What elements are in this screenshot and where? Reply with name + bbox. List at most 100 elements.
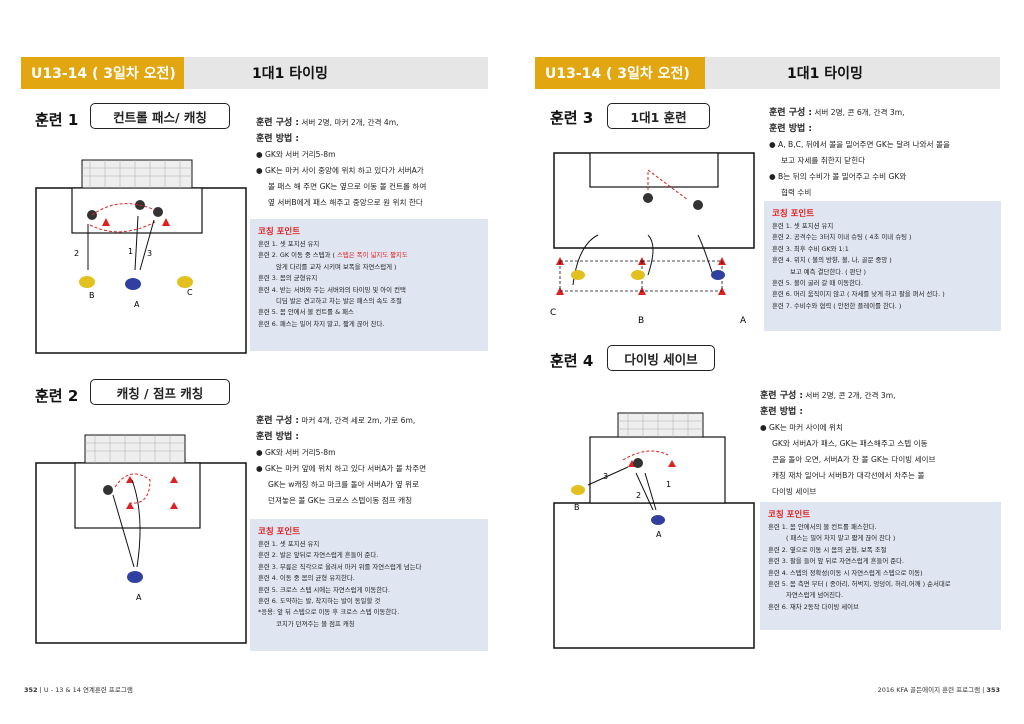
drill4-coaching-box: 코칭 포인트 훈련 1. 몸 안에서의 볼 컨트롤 패스한다. ( 패스는 밀어… <box>760 502 1001 630</box>
drill1-label-b: B <box>89 291 95 300</box>
drill3-coach-2: 훈련 3. 최후 수비 GK와 1:1 <box>772 244 849 253</box>
left-footer-num: 352 <box>24 686 38 694</box>
drill1-method-0: ● GK와 서버 거리5-8m <box>256 150 336 159</box>
drill4-coaching-title: 코칭 포인트 <box>768 510 811 520</box>
drill3-coach-1: 훈련 2. 공격수는 3터치 이내 슈팅 ( 4초 이내 슈팅 ) <box>772 233 912 242</box>
drill1-number: 훈련 1 <box>35 111 79 129</box>
drill4-method-4: 다이빙 세이브 <box>772 487 817 496</box>
drill1-coach-2: 않게 다리를 교차 시키며 보폭을 자연스럽게 ) <box>276 262 397 271</box>
drill1-coaching-box: 코칭 포인트 훈련 1. 셋 포지션 유지 훈련 2. GK 이동 중 스텝과 … <box>250 219 488 351</box>
drill3-composition-label: 훈련 구성 : <box>769 108 812 118</box>
drill3-label-c: C <box>550 308 556 318</box>
drill4-coach-7: 훈련 6. 재차 2동작 다이빙 세이브 <box>768 602 859 611</box>
drill3-gk <box>643 193 653 203</box>
drill2-label-a: A <box>136 593 142 602</box>
drill3-text: 훈련 구성 : 서버 2명, 콘 6개, 간격 3m, 훈련 방법 : ● A,… <box>769 105 950 201</box>
drill4-coach-5: 훈련 5. 몸 측면 부터 ( 종아리, 허벅지, 엉덩이, 허리,어깨 ) 순… <box>768 580 951 589</box>
drill4-composition: 서버 2명, 콘 2개, 간격 3m, <box>805 391 896 400</box>
drill3-method-0: ● A, B,C, 뒤에서 볼을 밀어주면 GK는 달려 나와서 볼을 <box>769 140 950 149</box>
drill3-method-label: 훈련 방법 : <box>769 124 812 134</box>
drill1-method-2: 볼 패스 해 주면 GK는 옆으로 이동 볼 컨트롤 하여 <box>268 182 427 191</box>
left-footer-text: U - 13 & 14 연계훈련 프로그램 <box>43 686 133 694</box>
drill2-coaching-title: 코칭 포인트 <box>258 527 301 537</box>
drill3-composition: 서버 2명, 콘 6개, 간격 3m, <box>814 108 905 117</box>
drill2-method-0: ● GK와 서버 거리5-8m <box>256 448 336 457</box>
right-footer: 2016 KFA 골든에이지 훈련 프로그램 | 353 <box>877 686 1000 694</box>
drill1-text: 훈련 구성 : 서버 2명, 마커 2개, 간격 4m, 훈련 방법 : ● G… <box>256 115 426 211</box>
right-header-tag: U13-14 ( 3일차 오전) <box>535 57 705 89</box>
drill1-method-label: 훈련 방법 : <box>256 134 299 144</box>
left-header-title-text: 1대1 타이밍 <box>252 66 328 82</box>
drill4-composition-label: 훈련 구성 : <box>760 391 803 401</box>
drill2-name-box: 캐칭 / 점프 캐칭 <box>90 379 230 405</box>
drill4-method-1: GK와 서버A가 패스, GK는 패스해주고 스텝 이동 <box>772 439 928 448</box>
drill1-method-1: ● GK는 마커 사이 중앙에 위치 하고 있다가 서버A가 <box>256 166 424 175</box>
drill1-label-3: 3 <box>147 249 152 258</box>
drill1-coach-5: 디딤 발은 견고하고 차는 발은 패스의 속도 조절 <box>276 297 402 306</box>
drill1-coach-7: 훈련 6. 패스는 밀어 차지 말고, 짧게 끊어 찬다. <box>258 319 385 328</box>
drill4-method-2: 콘을 돌아 오면, 서버A가 찬 볼 GK는 다이빙 세이브 <box>772 455 936 464</box>
drill1-coaching-title: 코칭 포인트 <box>258 227 301 237</box>
left-header-title: 1대1 타이밍 <box>184 57 488 89</box>
drill3-name-box: 1대1 훈련 <box>607 103 710 129</box>
drill1-diagram: 2 1 3 B A C <box>35 159 247 354</box>
drill4-label-b: B <box>574 503 580 512</box>
drill2-coach-5: 훈련 6. 도약하는 발, 착지하는 발이 동일할 것 <box>258 597 381 606</box>
drill3-number: 훈련 3 <box>550 109 594 127</box>
drill4-diagram: 3 2 1 B A <box>553 412 755 649</box>
drill2-composition: 마커 4개, 간격 세로 2m, 가로 6m, <box>301 416 416 425</box>
drill3-coach-4: 보고 예측 결단한다. ( 판단 ) <box>790 267 866 276</box>
drill2-coach-3: 훈련 4. 이동 중 몸의 균형 유지한다. <box>258 574 355 583</box>
right-header-title-text: 1대1 타이밍 <box>787 66 863 82</box>
drill3-coach-6: 훈련 6. 머리 움직이지 않고 ( 자세를 낮게 하고 팔을 펴서 선다. ) <box>772 290 945 299</box>
drill2-coach-2: 훈련 3. 무릎은 직각으로 올려서 마커 위를 자연스럽게 넘는다 <box>258 562 422 571</box>
drill2-coach-1: 훈련 2. 발은 앞뒤로 자연스럽게 흔들어 준다. <box>258 551 379 560</box>
drill1-composition: 서버 2명, 마커 2개, 간격 4m, <box>301 118 399 127</box>
drill1-label-a: A <box>134 300 140 309</box>
drill1-composition-label: 훈련 구성 : <box>256 118 299 128</box>
drill4-number: 훈련 4 <box>550 352 594 370</box>
drill3-method-1: 보고 자세를 취한지 닫힌다 <box>781 156 866 165</box>
drill2-method-1: ● GK는 마커 앞에 위치 하고 있다 서버A가 볼 차주면 <box>256 464 427 473</box>
drill2-coach-0: 훈련 1. 셋 포지션 유지 <box>258 540 320 548</box>
drill3-coach-0: 훈련 1. 셋 포지션 유지 <box>772 222 834 230</box>
drill4-label-1: 1 <box>666 480 671 489</box>
drill4-coach-6: 자연스럽게 넘어진다. <box>786 591 843 600</box>
drill3-coach-5: 훈련 5. 볼이 굴러 갈 때 이동한다. <box>772 279 863 288</box>
drill3-label-a: A <box>740 316 747 325</box>
drill2-diagram: A <box>35 434 247 644</box>
drill1-coach-6: 훈련 5. 몸 안에서 볼 컨트롤 & 패스 <box>258 308 354 317</box>
drill1-label-2: 2 <box>74 249 79 258</box>
drill1-coach-1a: 훈련 2. GK 이동 중 스텝과 ( <box>258 251 335 260</box>
drill4-label-3: 3 <box>603 472 608 481</box>
left-header-tag: U13-14 ( 3일차 오전) <box>21 57 184 89</box>
drill2-composition-label: 훈련 구성 : <box>256 416 299 426</box>
drill4-coach-0: 훈련 1. 몸 안에서의 볼 컨트롤 패스한다. <box>768 523 877 531</box>
drill2-coach-7: 코치가 던져주는 볼 점프 캐칭 <box>276 619 355 628</box>
right-footer-num: 353 <box>986 686 1000 694</box>
drill1-label-1: 1 <box>128 247 133 256</box>
drill4-coach-2: 훈련 2. 옆으로 이동 시 몸의 균형, 보폭 조절 <box>768 545 887 554</box>
drill1-coach-1: 훈련 2. GK 이동 중 스텝과 ( 스텝은 폭이 넓지도 짧지도 <box>258 250 480 261</box>
drill1-coach-0: 훈련 1. 셋 포지션 유지 <box>258 240 320 248</box>
drill2-method-2: GK는 w캐칭 하고 마크를 돌아 서버A가 옆 위로 <box>268 480 419 489</box>
drill3-label-b: B <box>638 316 644 325</box>
right-header-title: 1대1 타이밍 <box>705 57 1000 89</box>
drill4-name-box: 다이빙 세이브 <box>607 345 715 371</box>
drill3-diagram: C B A <box>550 152 755 325</box>
drill4-text: 훈련 구성 : 서버 2명, 콘 2개, 간격 3m, 훈련 방법 : ● GK… <box>760 388 936 500</box>
drill4-label-2: 2 <box>636 491 641 500</box>
drill2-method-3: 던져놓은 볼 GK는 크로스 스텝이동 점프 캐칭 <box>268 496 413 505</box>
drill1-label-c: C <box>187 288 193 297</box>
drill2-gk <box>103 485 113 495</box>
drill1-gk-c <box>153 207 163 217</box>
drill3-method-2: ● B는 뒤의 수비가 볼 밀어주고 수비 GK와 <box>769 172 907 181</box>
drill3-coach-3: 훈련 4. 위치 ( 볼의 방향, 볼, 나, 골문 중앙 ) <box>772 256 892 265</box>
drill3-coaching-title: 코칭 포인트 <box>772 209 815 219</box>
drill2-coaching-box: 코칭 포인트 훈련 1. 셋 포지션 유지 훈련 2. 발은 앞뒤로 자연스럽게… <box>250 519 488 651</box>
drill4-method-label: 훈련 방법 : <box>760 407 803 417</box>
drill4-label-a: A <box>656 530 662 539</box>
drill3-coaching-box: 코칭 포인트 훈련 1. 셋 포지션 유지 훈련 2. 공격수는 3터치 이내 … <box>764 201 1001 331</box>
drill3-defender <box>693 200 703 210</box>
drill3-coach-7: 훈련 7. 수비수와 협력 ( 안전한 플레이를 한다. ) <box>772 301 902 310</box>
